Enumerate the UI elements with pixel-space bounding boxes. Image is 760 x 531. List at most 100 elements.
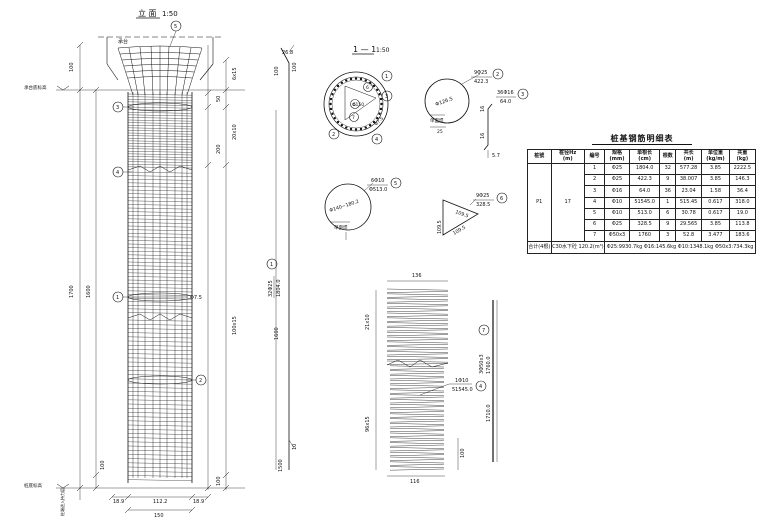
svg-text:100: 100 xyxy=(292,62,298,72)
svg-text:5.7: 5.7 xyxy=(492,153,500,159)
col-header: 桩號 xyxy=(527,149,552,164)
main-bar-dot xyxy=(349,127,353,131)
table-cell: 146.3 xyxy=(728,174,757,187)
main-bar-dot xyxy=(378,112,381,115)
svg-text:5: 5 xyxy=(174,24,177,30)
table-cell: Φ25 xyxy=(604,218,630,232)
col-header: 单根长(cm) xyxy=(628,149,661,164)
dim-right-100x15: 100x15 xyxy=(232,316,238,335)
main-bar-dot xyxy=(354,128,358,131)
svg-text:1710.0: 1710.0 xyxy=(486,405,492,423)
svg-text:96x15: 96x15 xyxy=(365,416,371,432)
svg-text:116: 116 xyxy=(410,479,420,485)
cap-label: 承台 xyxy=(118,38,128,45)
main-bar-dim-26-8: 26.8 xyxy=(282,50,293,56)
svg-text:2: 2 xyxy=(496,72,499,78)
svg-text:Φ126.5: Φ126.5 xyxy=(435,96,454,108)
svg-text:109.5: 109.5 xyxy=(452,225,467,237)
dim-right-200: 200 xyxy=(216,144,222,154)
col-header: 单位重(kg/m) xyxy=(701,149,730,164)
svg-text:51545.0: 51545.0 xyxy=(452,387,473,393)
svg-text:6: 6 xyxy=(366,85,369,91)
table-cell: Φ10 xyxy=(604,196,630,209)
dim-left-100-top: 100 xyxy=(69,62,75,72)
svg-text:9Φ25: 9Φ25 xyxy=(474,70,487,76)
total-weight: Φ25:9930.7kg Φ16:145.6kg Φ10:1348.1kg Φ5… xyxy=(604,241,756,254)
pile-id-cell: P1 xyxy=(527,162,552,243)
svg-text:10: 10 xyxy=(292,444,298,450)
cage-vertical-bars xyxy=(132,92,188,478)
col-header: 根数 xyxy=(659,149,677,164)
svg-text:100: 100 xyxy=(274,66,280,76)
table-cell: 7 xyxy=(583,230,606,243)
table-cell: 577.28 xyxy=(675,162,703,176)
main-bar-dot xyxy=(329,97,333,101)
table-header-row: 桩號 桩径Hz(m) 编号 规格(mm) 单根长(cm) 根数 共长(m) 单位… xyxy=(527,149,757,164)
svg-text:109.5: 109.5 xyxy=(454,209,469,219)
svg-text:25: 25 xyxy=(437,129,443,135)
svg-text:5: 5 xyxy=(353,102,356,108)
svg-text:16: 16 xyxy=(480,133,486,139)
svg-text:1: 1 xyxy=(270,262,273,268)
pile-outline xyxy=(127,92,193,483)
flared-cage xyxy=(117,45,203,96)
table-cell: 23.04 xyxy=(675,185,703,198)
pile-length-cell: 17 xyxy=(550,162,585,243)
table-cell: 3.477 xyxy=(701,230,730,243)
table-cell: 6 xyxy=(583,218,606,232)
dim-right-6x15: 6x15 xyxy=(232,67,238,80)
table-cell: 51545.0 xyxy=(628,196,661,209)
main-bar-dot xyxy=(349,77,353,81)
svg-text:Φ150: Φ150 xyxy=(352,102,364,108)
table-cell: 318.0 xyxy=(728,196,757,209)
table-cell: 2 xyxy=(583,174,606,187)
dim-bottom-150: 150 xyxy=(154,513,164,519)
main-bar-callout-top: 32Φ25 xyxy=(268,280,274,297)
cage-spiral-sparse xyxy=(127,319,193,481)
total-concrete: C30水下砼 120.2(m³) xyxy=(550,241,606,254)
col-header: 规格(mm) xyxy=(604,149,630,164)
svg-text:7: 7 xyxy=(482,328,485,334)
svg-text:2: 2 xyxy=(199,378,202,384)
total-label: 合计(4根) xyxy=(527,241,552,254)
table-cell: 36 xyxy=(659,185,677,198)
section-scale: 1:50 xyxy=(376,47,390,54)
table-cell: 32 xyxy=(659,162,677,176)
main-bar-dot xyxy=(376,116,379,120)
table-cell: Φ50x3 xyxy=(604,230,630,243)
table-cell: 0.617 xyxy=(701,207,730,220)
main-bar-dot xyxy=(331,112,334,115)
table-cell: 3.85 xyxy=(701,174,730,187)
svg-text:3: 3 xyxy=(521,92,524,98)
marker1-note: Φ7.5 xyxy=(190,295,202,301)
main-bar-dot xyxy=(368,124,372,127)
dim-left-100-bottom: 100 xyxy=(100,460,106,470)
main-bar-dot xyxy=(336,84,340,88)
table-cell: 0.617 xyxy=(701,196,730,209)
main-bar-dot xyxy=(333,116,336,120)
main-bar-dot xyxy=(380,102,383,106)
main-bar-dot xyxy=(345,126,348,129)
main-bar-detail: 26.8 100 100 1 32Φ25 1804.0 1600 10 1500 xyxy=(266,44,298,472)
svg-text:6: 6 xyxy=(500,196,503,202)
table-cell: Φ16 xyxy=(604,185,630,198)
cage-spiral-dense xyxy=(127,93,193,314)
bar5-detail: Φ140~180.2 单面焊 6Φ10 Φ513.0 5 xyxy=(324,177,402,240)
svg-text:单面焊: 单面焊 xyxy=(430,117,444,124)
main-bar-dot xyxy=(372,84,376,88)
main-bar-dot xyxy=(372,120,376,124)
pile-cap xyxy=(106,37,214,81)
svg-text:100: 100 xyxy=(460,448,466,458)
svg-text:4: 4 xyxy=(479,384,482,390)
table-total-row: 合计(4根)C30水下砼 120.2(m³)Φ25:9930.7kg Φ16:1… xyxy=(527,241,756,254)
col-header: 共重(kg) xyxy=(728,149,757,164)
table-cell: 1804.0 xyxy=(628,162,661,176)
svg-text:1: 1 xyxy=(116,295,119,301)
table-cell: 19.0 xyxy=(728,207,757,220)
svg-text:7: 7 xyxy=(352,115,355,121)
